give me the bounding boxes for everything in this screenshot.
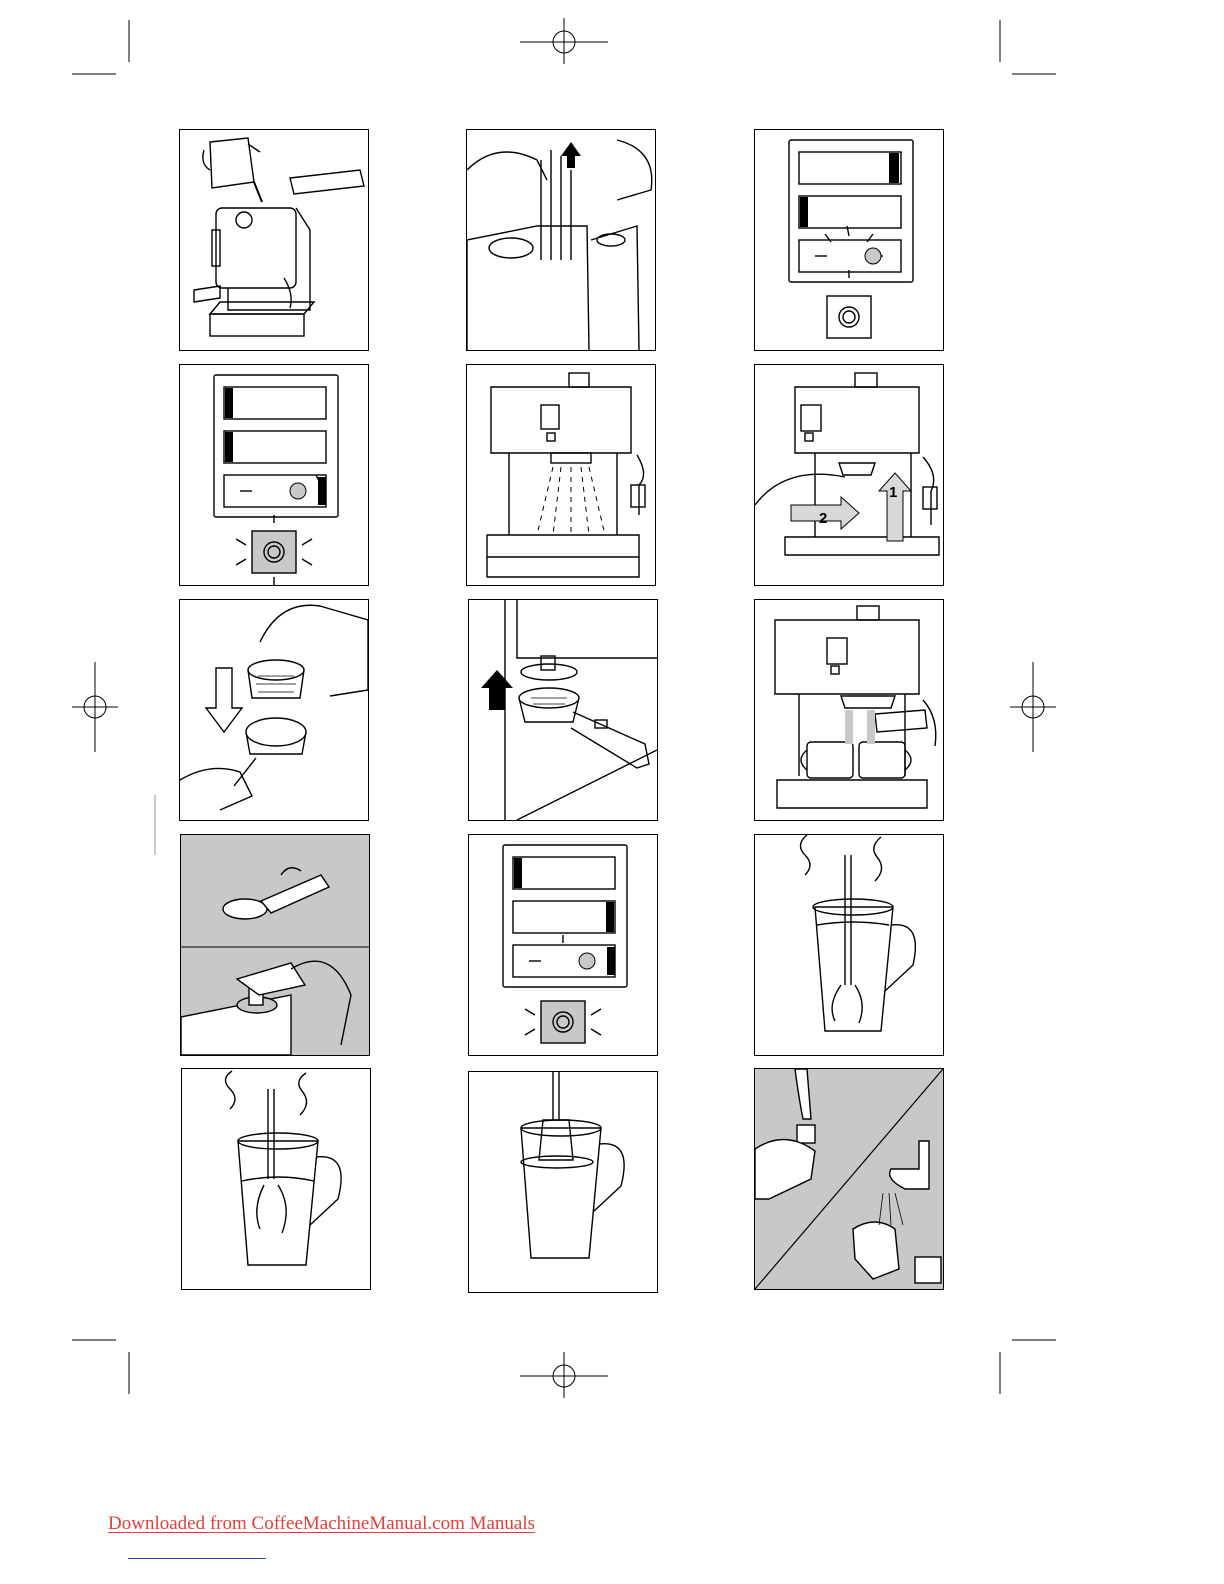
clean-wand-illustration bbox=[755, 1069, 943, 1289]
tamp-knock-out-illustration bbox=[181, 835, 369, 1055]
control-panel-steam-illustration bbox=[469, 835, 657, 1055]
footer-underline-rule bbox=[128, 1558, 266, 1559]
illustration-lift-tubes bbox=[466, 129, 656, 351]
illustration-fill-water-tank bbox=[179, 129, 369, 351]
step-label-second: 2 bbox=[819, 510, 827, 527]
steam-wand-jug-illustration bbox=[755, 835, 943, 1055]
machine-two-cups-illustration bbox=[755, 600, 943, 820]
illustration-control-panel-bottom-light bbox=[754, 129, 944, 351]
illustration-frothed-milk-jug bbox=[468, 1071, 658, 1293]
control-panel-button-illustration bbox=[180, 365, 368, 585]
illustration-insert-filter-holder-steps: 2 1 bbox=[754, 364, 944, 586]
illustration-control-panel-steam-light bbox=[468, 834, 658, 1056]
illustration-clean-steam-wand bbox=[754, 1068, 944, 1290]
holder-lock-illustration bbox=[469, 600, 657, 820]
steam-wand-jug-half-illustration bbox=[182, 1069, 370, 1289]
illustration-rinse-water-flow bbox=[466, 364, 656, 586]
illustration-tamp-and-knock-out bbox=[180, 834, 370, 1056]
filter-and-holder-illustration bbox=[180, 600, 368, 820]
machine-water-flow-illustration bbox=[467, 365, 655, 585]
espresso-machine-jug-illustration bbox=[180, 130, 368, 350]
illustration-insert-filter-into-holder bbox=[179, 599, 369, 821]
control-panel-illustration bbox=[755, 130, 943, 350]
frothed-milk-illustration bbox=[469, 1072, 657, 1292]
illustration-lock-holder-upward bbox=[468, 599, 658, 821]
illustration-brew-two-cups bbox=[754, 599, 944, 821]
step-label-first: 1 bbox=[889, 484, 897, 501]
illustration-steam-jug-full bbox=[754, 834, 944, 1056]
illustration-steam-jug-half bbox=[181, 1068, 371, 1290]
insert-holder-illustration: 2 1 bbox=[755, 365, 943, 585]
hands-lifting-tubes-illustration bbox=[467, 130, 655, 350]
footer-download-link[interactable]: Downloaded from CoffeeMachineManual.com … bbox=[108, 1513, 535, 1535]
illustration-control-panel-bottom-light-button bbox=[179, 364, 369, 586]
